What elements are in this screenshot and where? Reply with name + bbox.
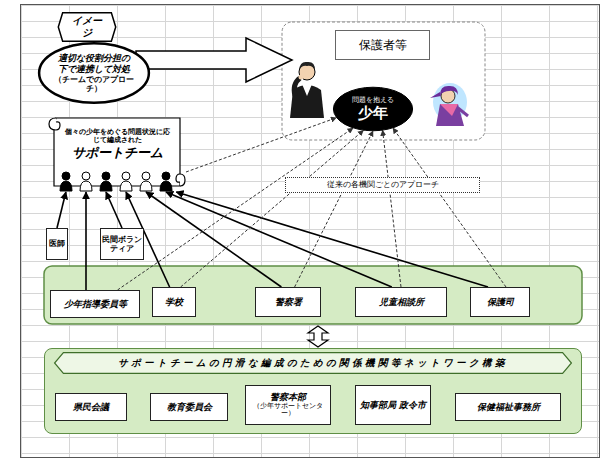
text-group: 少年指導委員等	[64, 299, 127, 310]
node-label: 少年	[352, 104, 394, 122]
text-group: 保健福祉事務所	[477, 402, 540, 413]
text-group: サポートチームの円滑な編成のための関係機関等ネットワーク構築	[53, 352, 573, 374]
node-label: 民間ボランティア	[102, 235, 142, 253]
node-label: 保護者等	[359, 38, 407, 52]
text-group: 問題を抱える少年	[352, 96, 394, 122]
node-label: 県民会議	[73, 402, 109, 413]
node-label: 問題を抱える	[352, 96, 394, 104]
network-box: 知事部局 政令市	[355, 385, 431, 425]
guardian-figure	[290, 62, 324, 118]
text-group: 保護者等	[359, 38, 407, 52]
connector-arrow	[166, 192, 392, 287]
target-region	[282, 22, 485, 140]
youth-figure	[430, 83, 468, 126]
text-group: 警察署	[275, 297, 302, 308]
text-group: 医師	[49, 239, 65, 249]
dashed-arrow	[181, 130, 364, 287]
text-group: 適切な役割分担の下で連携して対処（チームでのアプローチ）	[54, 53, 134, 93]
dashed-arrow	[383, 130, 401, 287]
double-arrow	[308, 326, 328, 347]
youth-ellipse: 問題を抱える少年	[333, 87, 413, 131]
agency-box: 少年指導委員等	[50, 290, 140, 318]
node-label: サポートチームの円滑な編成のための関係機関等ネットワーク構築	[118, 357, 508, 368]
node-label: （チームでのアプローチ）	[54, 75, 134, 93]
dashed-arrow	[393, 128, 506, 287]
support-team-scroll: 個々の少年をめぐる問題状況に応じて編成されたサポートチーム	[48, 112, 186, 192]
guardian-box: 保護者等	[335, 30, 430, 60]
node-label: 警察署	[275, 297, 302, 308]
big-arrow	[136, 38, 292, 82]
node-label: 知事部局 政令市	[360, 400, 426, 411]
approach-oval: 適切な役割分担の下で連携して対処（チームでのアプローチ）	[38, 42, 150, 104]
node-label: サポートチーム	[62, 145, 172, 161]
connector-arrow	[85, 192, 87, 290]
connector-arrow	[146, 192, 281, 287]
text-group: イメージ	[68, 15, 106, 39]
node-label: 個々の少年をめぐる問題状況に応じて編成された	[62, 128, 172, 145]
node-label: 少年指導委員等	[64, 299, 127, 310]
text-group: 児童相談所	[379, 297, 424, 308]
agency-box: 学校	[152, 287, 196, 317]
agency-box: 児童相談所	[355, 287, 447, 317]
node-label: 医師	[49, 239, 65, 249]
node-label: 保健福祉事務所	[477, 402, 540, 413]
node-label: 教育委員会	[167, 402, 212, 413]
node-label: 従来の各機関ごとのアプローチ	[327, 180, 439, 190]
connector-arrow	[57, 192, 66, 228]
network-box: 保健福祉事務所	[455, 393, 561, 421]
agency-band	[44, 266, 582, 324]
text-group: 学校	[165, 297, 183, 308]
text-group: 警察本部（少年サポートセンター）	[248, 392, 328, 418]
network-box: 教育委員会	[150, 393, 228, 421]
member-icons	[48, 170, 186, 192]
text-group: 従来の各機関ごとのアプローチ	[327, 180, 439, 190]
agency-box: 保護司	[470, 287, 530, 317]
node-label: 保護司	[487, 297, 514, 308]
member-box: 医師	[46, 228, 68, 260]
text-group: 県民会議	[73, 402, 109, 413]
node-label: 適切な役割分担の下で連携して対処	[54, 53, 134, 75]
text-group: 保護司	[487, 297, 514, 308]
text-group: 教育委員会	[167, 402, 212, 413]
dashed-arrow	[295, 131, 373, 287]
network-box: 警察本部（少年サポートセンター）	[245, 385, 331, 425]
agency-box: 警察署	[255, 287, 321, 317]
text-group: 個々の少年をめぐる問題状況に応じて編成されたサポートチーム	[62, 128, 172, 160]
image-tag: イメージ	[58, 12, 116, 42]
member-box: 民間ボランティア	[100, 228, 144, 260]
text-group: 知事部局 政令市	[360, 400, 426, 411]
network-box: 県民会議	[55, 393, 127, 421]
note-box: 従来の各機関ごとのアプローチ	[285, 177, 480, 193]
connector-arrow	[176, 192, 488, 287]
node-label: 児童相談所	[379, 297, 424, 308]
network-band: サポートチームの円滑な編成のための関係機関等ネットワーク構築県民会議 教育委員会 警…	[44, 348, 582, 434]
node-label: イメージ	[68, 15, 106, 39]
node-label: 警察本部	[248, 392, 328, 403]
connector-arrow	[106, 192, 122, 228]
node-label: 学校	[165, 297, 183, 308]
node-label: （少年サポートセンター）	[248, 403, 328, 419]
text-group: 民間ボランティア	[102, 235, 142, 253]
dashed-arrow	[186, 118, 336, 172]
